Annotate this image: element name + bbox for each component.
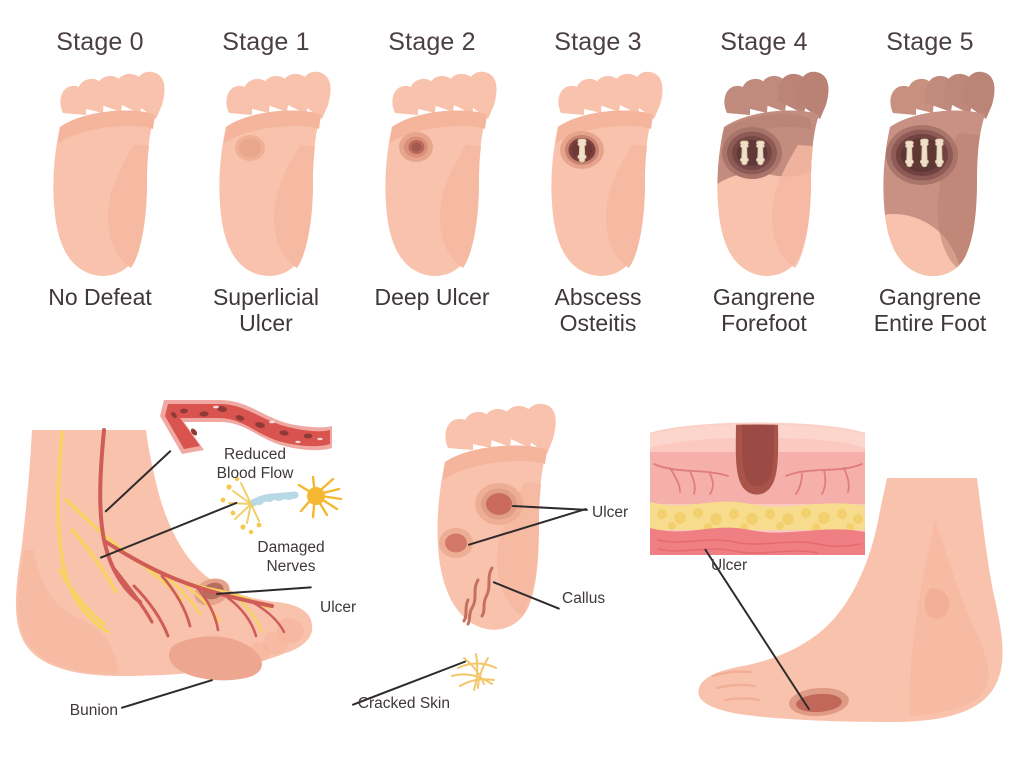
foot-sole-shape <box>551 71 663 276</box>
exposed-bone <box>577 138 587 163</box>
ulcer-mark-small <box>439 528 473 558</box>
deep-ulcer-mark <box>399 132 433 162</box>
label-damaged-nerves: Damaged Nerves <box>257 539 325 575</box>
foot-illustration-stage-2 <box>348 67 516 282</box>
stage-title: Stage 5 <box>886 28 974 56</box>
fat-cells <box>657 508 863 531</box>
bunion-mark <box>168 636 262 681</box>
skin-cross-section-illustration <box>649 422 866 555</box>
cross-section-and-side-foot-panel: Ulcer <box>640 400 1024 759</box>
stage-title: Stage 4 <box>720 28 808 56</box>
cracked-skin-mark <box>451 653 497 691</box>
abscess-ulcer-mark <box>560 131 604 169</box>
foot-illustration-stage-3 <box>514 67 682 282</box>
stage-title: Stage 3 <box>554 28 642 56</box>
stage-card-3[interactable]: Stage 3 <box>514 0 682 380</box>
side-foot-illustration <box>698 478 1003 722</box>
leg-foot-shape <box>698 478 1003 722</box>
nerve-axon <box>249 491 299 507</box>
foot-sole-shape <box>53 71 165 276</box>
stage-caption: Gangrene Forefoot <box>712 284 816 336</box>
stage-card-2[interactable]: Stage 2 <box>348 0 516 380</box>
label-bunion: Bunion <box>69 702 118 719</box>
stages-row: Stage 0 No Defeat <box>16 0 1014 380</box>
stage-caption: No Defeat <box>48 284 152 310</box>
stage-caption: Deep Ulcer <box>374 284 490 310</box>
stage-card-4[interactable]: Stage 4 <box>680 0 848 380</box>
stage-card-0[interactable]: Stage 0 No Defeat <box>16 0 184 380</box>
vascular-foot-illustration <box>15 428 313 681</box>
gangrene-ulcer-mark <box>886 125 958 185</box>
gangrene-ulcer-mark <box>722 127 782 179</box>
foot-sole-shape <box>385 71 497 276</box>
foot-illustration-stage-0 <box>16 67 184 282</box>
callus-mark <box>462 566 494 626</box>
damaged-nerve-illustration <box>220 475 343 535</box>
damaged-dendrites <box>220 476 262 535</box>
label-ulcer-cross-section: Ulcer <box>711 557 748 574</box>
sole-illustration <box>437 403 556 691</box>
exposed-bone <box>905 138 944 168</box>
foot-illustration-stage-1 <box>182 67 350 282</box>
leg-foot-shape <box>15 430 313 681</box>
stage-title: Stage 2 <box>388 28 476 56</box>
blood-vessel-illustration <box>160 400 332 454</box>
plasma-highlights <box>213 405 323 444</box>
toe-lines <box>711 670 761 702</box>
muscle-layer <box>650 527 865 555</box>
stage-card-1[interactable]: Stage 1 <box>182 0 350 380</box>
stage-card-5[interactable]: Stage 5 <box>846 0 1014 380</box>
foot-illustration-stage-4 <box>680 67 848 282</box>
stage-caption: Gangrene Entire Foot <box>873 284 987 336</box>
label-cracked-skin: Cracked Skin <box>357 695 450 712</box>
foot-sole-shape <box>219 71 331 276</box>
superficial-ulcer-mark <box>235 135 265 161</box>
label-ulcer-sole: Ulcer <box>592 504 629 521</box>
nerve-cell-body <box>297 475 343 519</box>
exposed-bone <box>740 140 765 166</box>
ankle-bone-mark <box>924 588 950 619</box>
ulcer-crater <box>735 423 779 495</box>
stage-caption: Superlicial Ulcer <box>212 284 320 336</box>
blood-cells <box>171 405 313 439</box>
artery-network <box>98 428 286 638</box>
sole-detail-panel: Ulcer Callus Cracked Skin <box>351 400 650 759</box>
ulcer-mark-large <box>475 483 523 525</box>
foot-illustration-stage-5 <box>846 67 1014 282</box>
foot-sole-shape <box>717 71 829 276</box>
capillary-network <box>653 463 863 495</box>
stage-title: Stage 1 <box>222 28 310 56</box>
label-callus: Callus <box>562 590 606 607</box>
vascular-nerve-panel: Reduced Blood Flow Damaged Nerves Ulcer … <box>0 380 400 759</box>
nerve-damage-particles <box>220 476 262 535</box>
stage-title: Stage 0 <box>56 28 144 56</box>
stage-caption: Abscess Osteitis <box>554 284 642 336</box>
label-reduced-blood-flow: Reduced Blood Flow <box>216 446 294 482</box>
muscle-fibers <box>657 539 861 554</box>
label-ulcer-dorsum: Ulcer <box>320 599 357 616</box>
